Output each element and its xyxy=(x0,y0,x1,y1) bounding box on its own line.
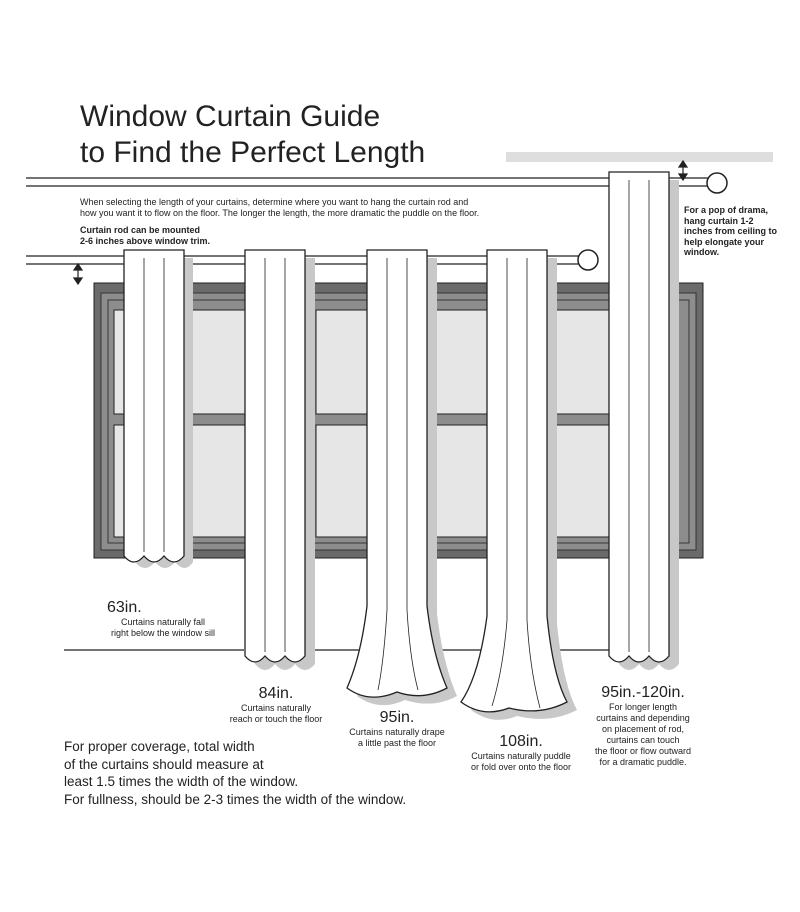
rod-mount-line-2: 2-6 inches above window trim. xyxy=(80,235,211,246)
rod-mount-note: Curtain rod can be mounted 2-6 inches ab… xyxy=(80,225,210,246)
length-desc: Curtains naturally drape xyxy=(349,727,445,737)
curtain-84in xyxy=(244,249,315,670)
curtain-95-120in xyxy=(608,171,679,670)
length-value: 108in. xyxy=(499,733,543,750)
length-label-108: 108in. Curtains naturally puddle or fold… xyxy=(456,732,586,773)
ceiling-band xyxy=(506,152,773,162)
length-value: 84in. xyxy=(258,685,294,702)
length-value: 95in.-120in. xyxy=(601,684,685,701)
length-desc: or fold over onto the floor xyxy=(470,762,572,772)
curtain-108in xyxy=(460,249,577,720)
length-desc: for a dramatic puddle. xyxy=(599,757,687,767)
length-desc: the floor or flow outward xyxy=(594,746,692,756)
rod-mount-line-1: Curtain rod can be mounted xyxy=(80,225,201,235)
length-desc: reach or touch the floor xyxy=(229,714,323,724)
length-label-84: 84in. Curtains naturally reach or touch … xyxy=(216,684,336,725)
length-desc: curtains can touch xyxy=(606,735,680,745)
intro-line-2: how you want it to flow on the floor. Th… xyxy=(80,208,480,218)
length-desc: Curtains naturally xyxy=(240,703,312,713)
length-value: 63in. xyxy=(107,599,142,616)
length-desc: For longer length xyxy=(608,702,678,712)
upper-curtain-rod xyxy=(26,172,728,194)
width-guidance: For proper coverage, total width of the … xyxy=(64,738,406,808)
length-value: 95in. xyxy=(379,709,415,726)
intro-text: When selecting the length of your curtai… xyxy=(80,197,479,219)
length-desc: right below the window sill xyxy=(110,628,216,638)
length-label-95: 95in. Curtains naturally drape a little … xyxy=(337,708,457,749)
rod-height-arrow-icon xyxy=(72,262,84,286)
length-desc: on placement of rod, xyxy=(601,724,685,734)
curtain-95in xyxy=(346,249,457,706)
width-guidance-line-1: For proper coverage, total width xyxy=(64,739,255,754)
curtain-63in xyxy=(123,249,193,568)
length-desc: a little past the floor xyxy=(357,738,437,748)
ceiling-gap-arrow-icon xyxy=(677,159,689,182)
width-guidance-line-3: least 1.5 times the width of the window. xyxy=(64,774,299,789)
length-label-95-120: 95in.-120in. For longer length curtains … xyxy=(580,683,706,768)
length-label-63: 63in. Curtains naturally fall right belo… xyxy=(93,598,233,639)
page-title-line-1: Window Curtain Guide xyxy=(80,100,381,133)
length-desc: Curtains naturally puddle xyxy=(471,751,571,761)
length-desc: curtains and depending xyxy=(596,713,690,723)
width-guidance-line-2: of the curtains should measure at xyxy=(64,756,264,772)
width-guidance-line-4: For fullness, should be 2-3 times the wi… xyxy=(64,791,407,807)
length-desc: Curtains naturally fall xyxy=(120,617,206,627)
pop-of-drama-note: For a pop of drama, hang curtain 1-2 inc… xyxy=(684,205,778,257)
intro-line-1: When selecting the length of your curtai… xyxy=(80,197,469,207)
page-title-line-2: to Find the Perfect Length xyxy=(80,136,426,169)
